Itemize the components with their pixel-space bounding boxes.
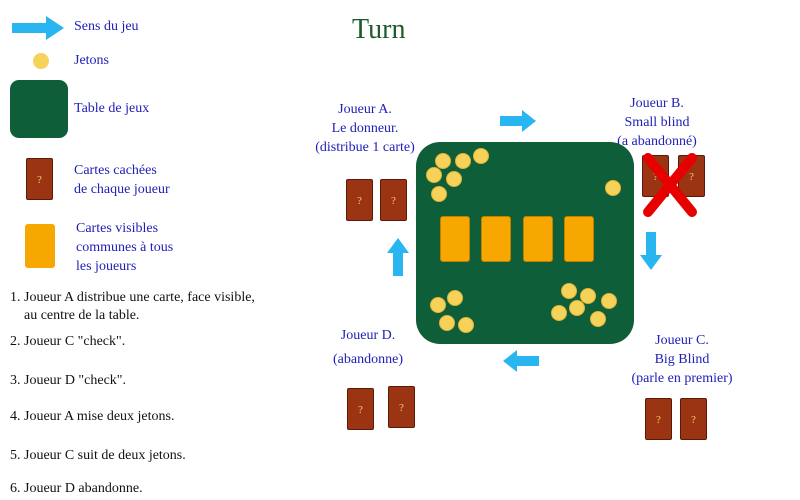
chip xyxy=(439,315,455,331)
step-item: 2. Joueur C "check". xyxy=(10,334,126,349)
player-a-line: Le donneur. xyxy=(331,121,399,136)
player-c-line: Joueur C. xyxy=(655,333,709,348)
player-b-label: Joueur B. Small blind (a abandonné) xyxy=(612,94,702,151)
player-b-line: Joueur B. xyxy=(630,96,684,111)
chip xyxy=(551,305,567,321)
chip-icon xyxy=(33,53,49,69)
step-item: 4. Joueur A mise deux jetons. xyxy=(10,409,175,424)
chip xyxy=(601,293,617,309)
player-b-line: (a abandonné) xyxy=(617,134,697,149)
legend-visible-cards-label: Cartes visibles communes à tous les joue… xyxy=(76,219,173,276)
chip xyxy=(605,180,621,196)
player-d-label: Joueur D. (abandonne) xyxy=(318,324,418,372)
step-item: 5. Joueur C suit de deux jetons. xyxy=(10,448,186,463)
legend-hidden-cards-line: de chaque joueur xyxy=(74,182,170,197)
step-line: 1. Joueur A distribue une carte, face vi… xyxy=(10,290,255,305)
player-c-line: (parle en premier) xyxy=(631,371,733,386)
player-a-label: Joueur A. Le donneur. (distribue 1 carte… xyxy=(300,100,430,157)
step-item: 1. Joueur A distribue une carte, face vi… xyxy=(10,289,255,325)
chip xyxy=(430,297,446,313)
chip xyxy=(580,288,596,304)
player-a-line: Joueur A. xyxy=(338,102,392,117)
chip xyxy=(447,290,463,306)
cross-icon xyxy=(643,153,697,217)
player-d-card: ? xyxy=(388,386,415,428)
player-c-card: ? xyxy=(680,398,707,440)
legend-visible-cards-line: Cartes visibles xyxy=(76,221,159,236)
arrow-right-icon xyxy=(12,16,64,40)
chip xyxy=(561,283,577,299)
community-card xyxy=(481,216,511,262)
player-c-line: Big Blind xyxy=(654,352,710,367)
player-a-card: ? xyxy=(346,179,373,221)
player-d-card: ? xyxy=(347,388,374,430)
community-card xyxy=(523,216,553,262)
chip xyxy=(590,311,606,327)
legend-visible-cards-line: communes à tous xyxy=(76,240,174,255)
chip xyxy=(569,300,585,316)
legend-hidden-cards-line: Cartes cachées xyxy=(74,163,157,178)
player-b-line: Small blind xyxy=(624,115,690,130)
community-card xyxy=(440,216,470,262)
step-item: 6. Joueur D abandonne. xyxy=(10,481,143,496)
page-title: Turn xyxy=(352,14,406,45)
player-d-line: Joueur D. xyxy=(340,328,396,343)
community-card xyxy=(564,216,594,262)
player-c-label: Joueur C. Big Blind (parle en premier) xyxy=(612,331,752,388)
step-line: au centre de la table. xyxy=(24,308,140,323)
chip xyxy=(435,153,451,169)
player-a-line: (distribue 1 carte) xyxy=(315,140,415,155)
arrow-up-icon xyxy=(387,238,409,276)
legend-hidden-cards-label: Cartes cachées de chaque joueur xyxy=(74,161,170,199)
player-c-card: ? xyxy=(645,398,672,440)
chip xyxy=(455,153,471,169)
table-icon xyxy=(10,80,68,138)
step-item: 3. Joueur D "check". xyxy=(10,373,127,388)
legend-direction-label: Sens du jeu xyxy=(74,19,139,34)
arrow-right-icon xyxy=(500,110,536,132)
chip xyxy=(458,317,474,333)
chip xyxy=(473,148,489,164)
chip xyxy=(426,167,442,183)
chip xyxy=(431,186,447,202)
chip xyxy=(446,171,462,187)
arrow-left-icon xyxy=(503,350,539,372)
legend-visible-cards-line: les joueurs xyxy=(76,259,137,274)
hidden-card-icon: ? xyxy=(26,158,53,200)
player-d-line: (abandonne) xyxy=(333,352,403,367)
legend-table-label: Table de jeux xyxy=(74,101,150,116)
player-a-card: ? xyxy=(380,179,407,221)
legend-chips-label: Jetons xyxy=(74,53,109,68)
visible-card-icon xyxy=(25,224,55,268)
arrow-down-icon xyxy=(640,232,662,270)
